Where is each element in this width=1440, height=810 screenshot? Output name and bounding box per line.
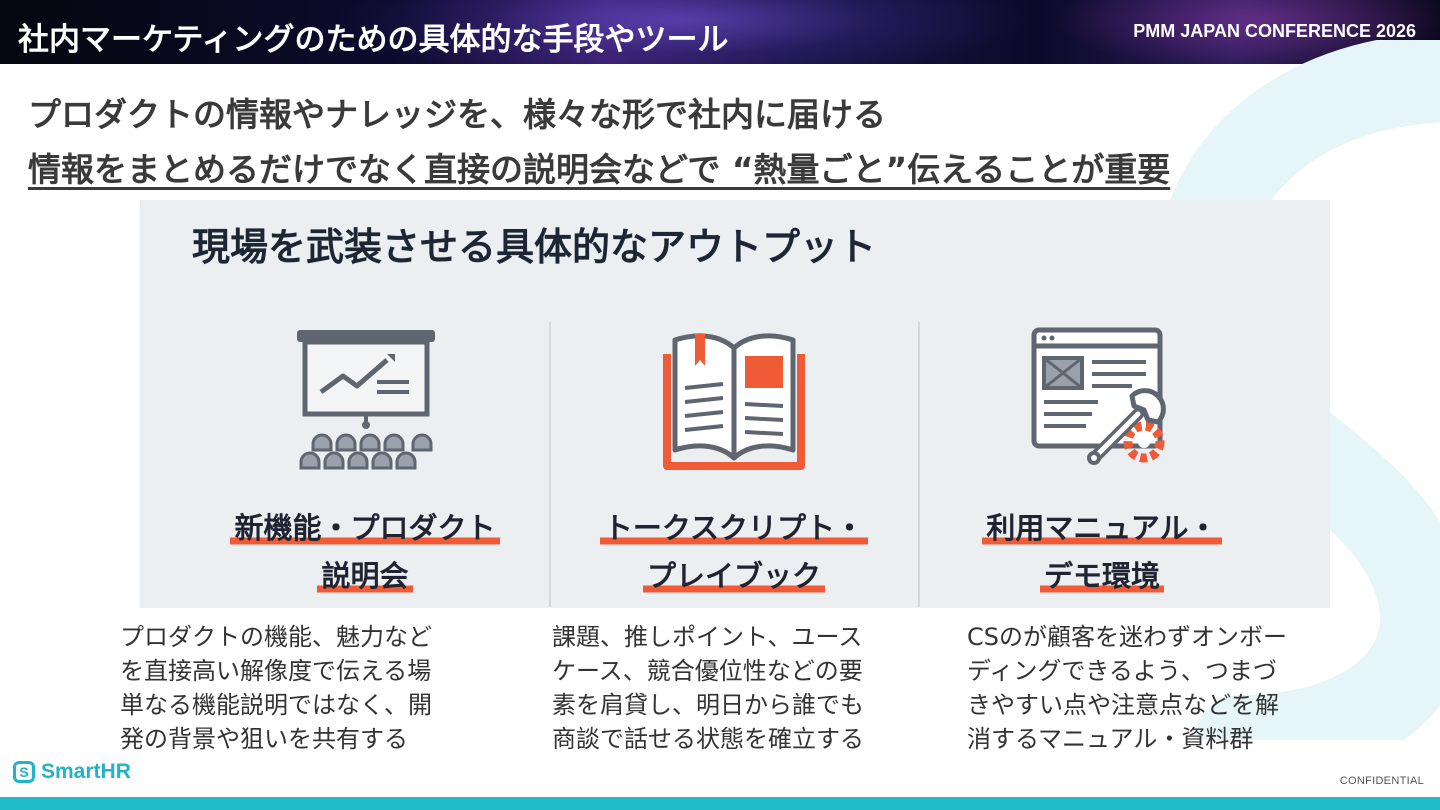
description-line: 発の背景や狙いを共有する — [120, 725, 408, 753]
card-label-line: プレイブック — [642, 552, 825, 600]
card-label-talk-script: トークスクリプト・ プレイブック — [554, 504, 914, 600]
headline-line-1: プロダクトの情報やナレッジを、様々な形で社内に届ける — [28, 95, 886, 134]
card-label-line: デモ環境 — [1039, 552, 1164, 600]
card-label-line: トークスクリプト・ — [599, 504, 869, 552]
card-label-line: 新機能・プロダクト — [230, 504, 500, 552]
card-label-line: 利用マニュアル・ — [982, 504, 1222, 552]
description-line: ディングできるよう、つまづ — [967, 657, 1277, 685]
description-line: を直接高い解像度で伝える場 — [120, 657, 432, 685]
card-label-user-manual: 利用マニュアル・ デモ環境 — [922, 504, 1282, 600]
description-user-manual: CSのが顧客を迷わずオンボー ディングできるよう、つまづ きやすい点や注意点など… — [967, 620, 1287, 756]
description-line: 商談で話せる状態を確立する — [552, 725, 864, 753]
header-glow — [330, 0, 1030, 64]
panel-title: 現場を武装させる具体的なアウトプット — [192, 225, 877, 269]
description-product-briefing: プロダクトの機能、魅力など を直接高い解像度で伝える場 単なる機能説明ではなく、… — [120, 620, 432, 756]
smarthr-logo: S SmartHR — [13, 760, 131, 784]
description-line: 消するマニュアル・資料群 — [967, 725, 1254, 753]
open-book-icon — [663, 333, 805, 470]
conference-name: PMM JAPAN CONFERENCE 2026 — [1133, 21, 1416, 41]
slide-header: 社内マーケティングのための具体的な手段やツール PMM JAPAN CONFER… — [0, 0, 1440, 64]
description-talk-script: 課題、推しポイント、ユース ケース、競合優位性などの要 素を肩貸し、明日から誰で… — [552, 620, 864, 756]
smarthr-logo-mark-icon: S — [13, 761, 35, 783]
column-divider — [549, 322, 551, 607]
description-line: 単なる機能説明ではなく、開 — [120, 691, 432, 719]
headline-line-2: 情報をまとめるだけでなく直接の説明会などで “熱量ごと”伝えることが重要 — [28, 150, 1171, 189]
description-line: CSのが顧客を迷わずオンボー — [967, 623, 1287, 651]
description-line: プロダクトの機能、魅力など — [120, 623, 432, 651]
description-line: ケース、競合優位性などの要 — [552, 657, 863, 685]
column-divider — [918, 322, 920, 607]
outputs-panel: 現場を武装させる具体的なアウトプット 新機能・プロダクト 説明会 — [140, 200, 1330, 608]
description-line: 素を肩貸し、明日から誰でも — [552, 691, 864, 719]
description-line: きやすい点や注意点などを解 — [967, 691, 1279, 719]
description-line: 課題、推しポイント、ユース — [552, 623, 863, 651]
presentation-screen-icon — [297, 330, 435, 470]
manual-wrench-icon — [1031, 327, 1166, 465]
slide-title: 社内マーケティングのための具体的な手段やツール — [18, 22, 729, 58]
bottom-brand-bar — [0, 797, 1440, 810]
card-label-product-briefing: 新機能・プロダクト 説明会 — [185, 504, 545, 600]
smarthr-logo-text: SmartHR — [41, 760, 131, 783]
confidential-label: CONFIDENTIAL — [1339, 775, 1424, 787]
card-label-line: 説明会 — [317, 552, 413, 600]
